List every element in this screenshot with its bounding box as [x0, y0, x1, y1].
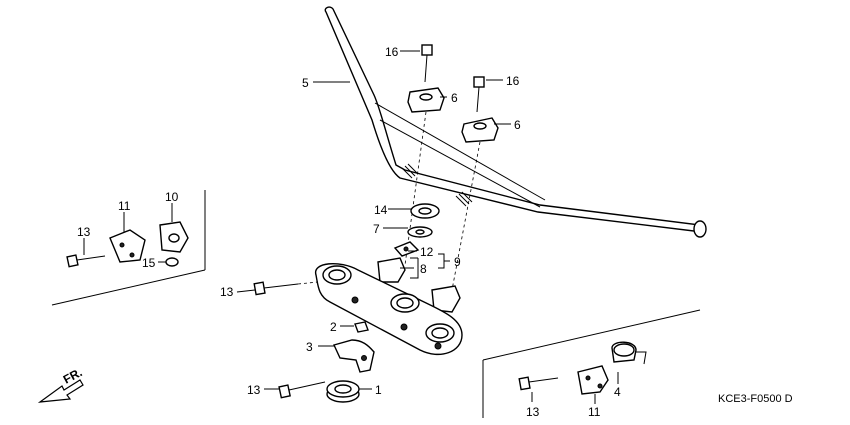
holder-lower-left: [377, 257, 406, 283]
callout-16-right: 16: [506, 74, 520, 88]
callout-6-left: 6: [451, 91, 458, 105]
callout-12: 12: [420, 245, 434, 259]
inset-right-assembly: [518, 341, 647, 395]
inset-left-assembly: [66, 221, 189, 268]
handlebar-knurl-left: [401, 163, 419, 179]
callout-16-left: 16: [385, 45, 399, 59]
bolt-13-bridge: [253, 281, 319, 296]
callout-labels: 5 16 16 6 6 14 7 12 8 9 13 2 3 1 13 11 1…: [77, 45, 621, 419]
grommet-1: [326, 380, 360, 403]
bolt-16-left: [421, 44, 433, 83]
leader-lines: [83, 50, 619, 404]
align-line-left: [404, 111, 427, 266]
bolt-13-lower: [278, 381, 326, 399]
callout-3: 3: [306, 340, 313, 354]
handlebar-knurl-right: [455, 191, 473, 207]
callout-8: 8: [420, 262, 427, 276]
handlebar: [324, 6, 707, 238]
callout-5: 5: [302, 76, 309, 90]
callout-13-right-inset: 13: [526, 405, 540, 419]
plate-12: [393, 241, 420, 257]
callout-4: 4: [614, 385, 621, 399]
diagram-code: KCE3-F0500 D: [718, 393, 793, 405]
washer-14: [410, 203, 440, 219]
holder-upper-left: [407, 87, 445, 113]
inset-left-frame: [51, 269, 206, 306]
inset-right-frame: [482, 309, 701, 361]
callout-2: 2: [330, 320, 337, 334]
nut-2: [354, 321, 369, 333]
callout-10: 10: [165, 190, 179, 204]
front-direction-arrow: FR.: [37, 365, 84, 403]
bracket-3: [333, 339, 375, 373]
callout-13-lower: 13: [247, 383, 261, 397]
callout-13-bridge: 13: [220, 285, 234, 299]
callout-9: 9: [454, 255, 461, 269]
callout-14: 14: [374, 203, 388, 217]
callout-6-right: 6: [514, 118, 521, 132]
bolt-16-right: [473, 76, 485, 113]
callout-11-left: 11: [118, 199, 131, 213]
top-bridge: [315, 263, 463, 355]
callout-7: 7: [373, 222, 380, 236]
callout-13-left-inset: 13: [77, 225, 91, 239]
washer-7: [407, 226, 433, 238]
callout-11-right: 11: [588, 405, 601, 419]
callout-1: 1: [375, 383, 382, 397]
callout-15: 15: [142, 256, 156, 270]
holder-upper-right: [461, 117, 499, 143]
align-line-right: [451, 141, 481, 291]
